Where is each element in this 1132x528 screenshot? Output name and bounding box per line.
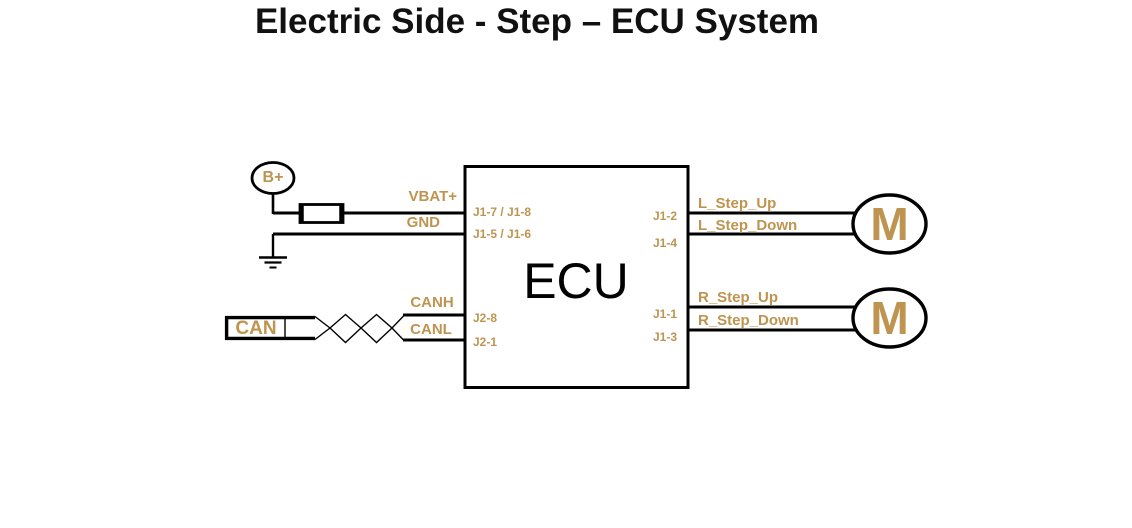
ecu-pin-label: J1-2 [652,209,677,223]
l-step-down-label: L_Step_Down [698,217,798,234]
twisted-pair-icon [329,313,405,344]
ecu-pin-label: J1-4 [652,236,677,250]
r-step-up-label: R_Step_Up [698,289,779,306]
ecu-pin-label: J1-3 [652,330,677,344]
ecu-pin-label: J1-7 / J1-8 [473,205,532,219]
chassis-ground-icon [259,234,287,269]
battery-positive-label: B+ [262,169,284,186]
canl-label: CANL [410,321,452,338]
ecu-pin-label: J1-1 [652,307,677,321]
canh-label: CANH [410,294,454,311]
fuse-icon [298,203,345,224]
right-motor-label: M [870,292,909,344]
l-step-up-label: L_Step_Up [698,195,777,212]
motor-circle-icon [851,287,928,349]
vbat-label: VBAT+ [408,188,457,205]
ecu-pin-label: J2-8 [473,311,498,325]
can-connector-block [224,315,331,341]
r-step-down-label: R_Step_Down [698,312,799,329]
ecu-box [463,165,690,389]
can-connector-label: CAN [235,318,277,339]
gnd-label: GND [406,214,440,231]
motor-circle-icon [851,193,928,255]
left-motor-label: M [870,198,909,250]
ecu-pin-label: J2-1 [473,335,498,349]
diagram-title: Electric Side - Step – ECU System [254,2,820,41]
ecu-pin-label: J1-5 / J1-6 [473,227,532,241]
battery-positive-terminal-icon [250,161,296,195]
ecu-title: ECU [523,253,629,309]
